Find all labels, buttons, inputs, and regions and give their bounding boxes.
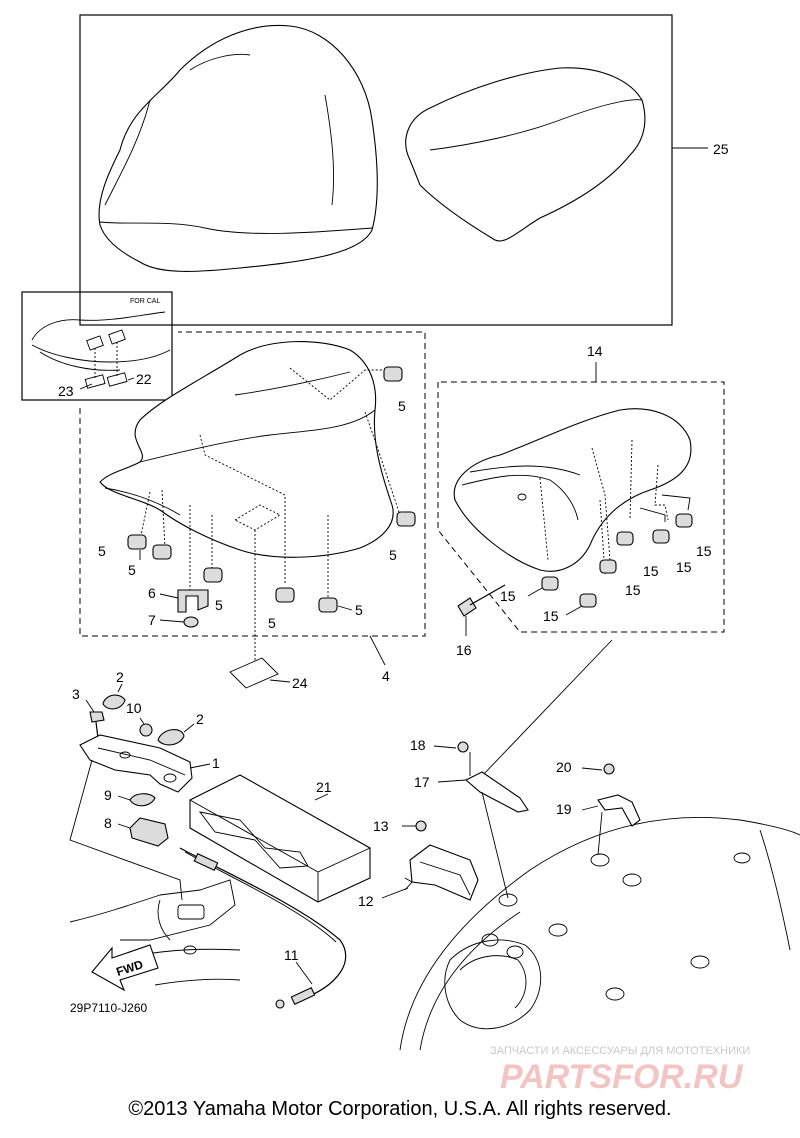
callout-5-f: 5 [268, 615, 276, 631]
rider-seat-cover [98, 24, 378, 272]
callout-2-a: 2 [116, 669, 124, 685]
callout-15-a: 15 [696, 543, 712, 559]
callout-19: 19 [556, 801, 572, 817]
california-inset: FOR CAL 23 22 [21, 291, 173, 401]
bracket-17-18: 18 17 [410, 737, 529, 899]
callout-15-f: 15 [543, 608, 559, 624]
callout-5-c: 5 [98, 543, 106, 559]
seat-bracket [177, 589, 209, 613]
callout-12: 12 [358, 893, 374, 909]
callout-5-g: 5 [355, 602, 363, 618]
callout-16: 16 [456, 642, 472, 658]
diagram-code: 29P7110-J260 [70, 1001, 148, 1015]
watermark-tagline: ЗАПЧАСТИ И АКСЕССУАРЫ ДЛЯ МОТОТЕХНИКИ [490, 1045, 750, 1057]
watermark-brand: PARTSFOR.RU [500, 1058, 744, 1096]
callout-1: 1 [212, 755, 220, 771]
callout-5-b: 5 [389, 547, 397, 563]
callout-20: 20 [556, 759, 572, 775]
callout-15-b: 15 [676, 559, 692, 575]
callout-2-b: 2 [196, 711, 204, 727]
bolt-16 [457, 597, 477, 617]
callout-6: 6 [148, 585, 156, 601]
callout-3: 3 [72, 686, 80, 702]
lock-cable [179, 847, 347, 1001]
passenger-seat [453, 408, 692, 572]
callout-15-c: 15 [643, 563, 659, 579]
callout-18: 18 [410, 737, 426, 753]
callout-15-d: 15 [625, 582, 641, 598]
seat-lock [129, 817, 169, 847]
bracket-19-20: 20 19 [556, 759, 641, 856]
callout-25: 25 [713, 141, 729, 157]
rider-seat-group-4: 4 5 5 5 5 5 5 5 [79, 331, 426, 684]
callout-9: 9 [104, 787, 112, 803]
rear-fender [399, 817, 800, 1051]
passenger-seat-group-14: 14 15 15 15 15 15 15 16 [437, 343, 725, 777]
callout-15-e: 15 [500, 588, 516, 604]
callout-24: 24 [292, 675, 308, 691]
callout-10: 10 [126, 700, 142, 716]
forward-arrow [91, 944, 159, 992]
callout-7: 7 [148, 612, 156, 628]
seat-hinge-assembly: 2 2 3 10 1 9 8 11 [69, 669, 347, 1009]
callout-8: 8 [104, 815, 112, 831]
callout-5-a: 5 [398, 398, 406, 414]
callout-4: 4 [382, 668, 390, 684]
callout-14: 14 [587, 343, 603, 359]
callout-22: 22 [136, 371, 152, 387]
callout-17: 17 [414, 774, 430, 790]
copyright-notice: ©2013 Yamaha Motor Corporation, U.S.A. A… [128, 1098, 672, 1120]
label-24: 24 [229, 657, 308, 691]
callout-21: 21 [316, 779, 332, 795]
callout-5-e: 5 [215, 597, 223, 613]
bracket-12-13: 13 12 [358, 818, 479, 909]
tool-case-21: 21 [189, 774, 371, 903]
callout-23: 23 [58, 383, 74, 399]
callout-5-d: 5 [128, 562, 136, 578]
callout-11: 11 [284, 947, 299, 963]
seat-cover-group-25: 25 [79, 14, 729, 326]
inset-label: FOR CAL [130, 298, 160, 305]
callout-13: 13 [373, 818, 389, 834]
passenger-seat-cover [405, 67, 646, 242]
